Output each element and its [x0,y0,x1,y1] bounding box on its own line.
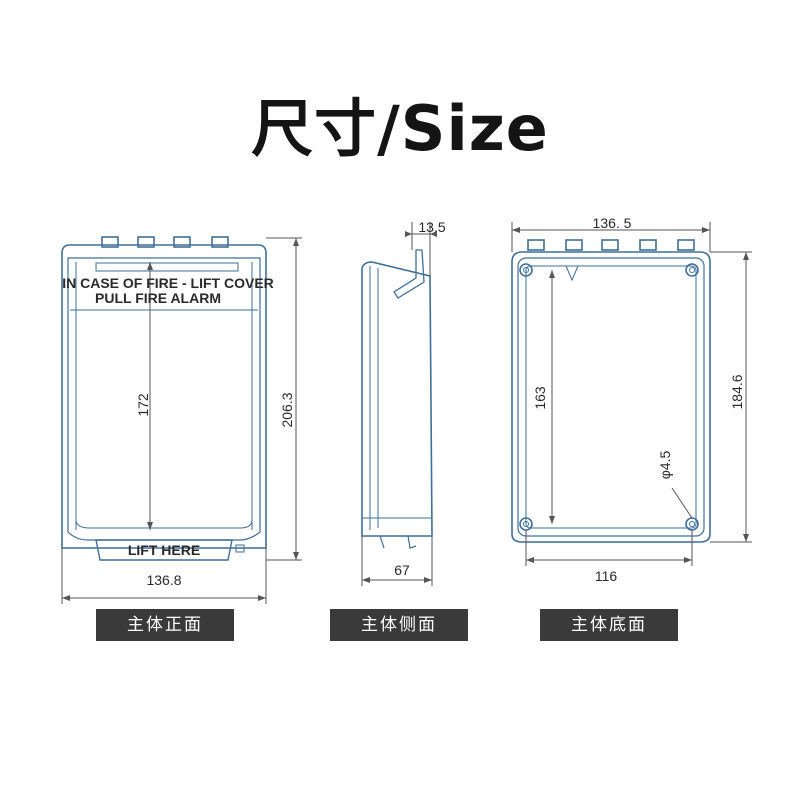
front-warning-line1: IN CASE OF FIRE - LIFT COVER [62,275,274,291]
bottom-dimensions [511,222,752,566]
front-top-tabs [101,236,229,248]
bottom-view-caption: 主体底面 [540,609,678,641]
bottom-view [511,239,711,543]
front-view [61,236,267,561]
front-warning-line2: PULL FIRE ALARM [95,290,221,306]
front-inner-frame [67,257,261,541]
bottom-dim-top: 136. 5 [593,215,632,231]
front-outer-frame [61,244,267,549]
bottom-dim-163: 163 [532,386,548,410]
front-tab-label: LIFT HERE [128,542,200,558]
bottom-inner-frame [517,257,705,537]
front-dimensions [61,237,302,604]
bottom-cavity [525,265,697,529]
front-dim-172: 172 [135,393,151,417]
front-dim-206: 206.3 [279,392,295,427]
side-hinge-lever [393,249,425,299]
side-dim-width: 67 [394,562,410,578]
bottom-outer-frame [511,251,711,543]
bottom-top-tabs [527,239,695,251]
front-cover-header [95,262,239,272]
side-dimensions [361,222,437,586]
side-view-caption: 主体侧面 [330,609,468,641]
front-view-caption: 主体正面 [96,609,234,641]
bottom-dim-hole: φ4.5 [657,451,673,480]
side-dim-top: 13.5 [418,219,445,235]
side-outer-profile [361,261,433,537]
front-dim-width: 136.8 [146,572,181,588]
front-lift-tab [95,539,233,561]
bottom-screw-hole-tr [685,263,699,277]
page-title: 尺寸/Size [251,92,549,165]
bottom-screw-hole-tl [519,263,533,277]
side-view [361,249,433,549]
bottom-dim-width: 116 [595,568,618,584]
bottom-dim-184: 184.6 [729,374,745,409]
